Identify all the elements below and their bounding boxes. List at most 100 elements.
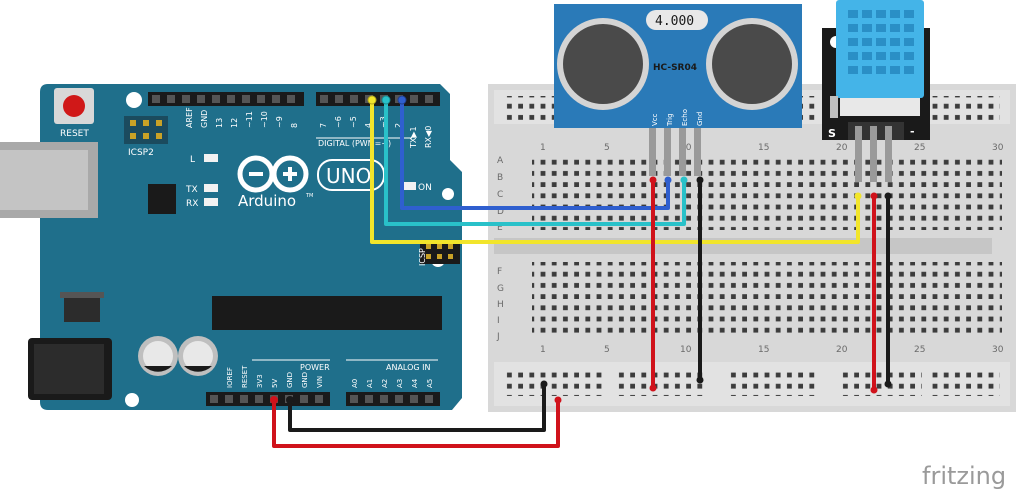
svg-text:5V: 5V [271,379,279,388]
power-pin-labels: IOREF RESET 3V3 5V GND GND VIN [226,365,324,388]
bottom-terminal-strip [532,262,1002,338]
svg-text:~9: ~9 [275,116,284,128]
led-on [402,182,416,190]
wire-black-gnd[interactable] [288,382,546,432]
wire-cyan[interactable] [384,98,686,226]
svg-text:20: 20 [836,143,848,153]
svg-text:IOREF: IOREF [226,367,234,388]
digital-header-right [316,92,440,106]
svg-text:A2: A2 [381,379,389,388]
led-on-label: ON [418,183,432,193]
wire-blue[interactable] [400,98,670,210]
logo-tm: TM [305,193,313,199]
minus-icon [249,172,263,176]
mounting-hole [442,188,454,200]
svg-text:TX▶1: TX▶1 [409,126,418,149]
dht11-sensor: S - [822,0,930,182]
wires [272,98,890,448]
svg-text:A4: A4 [411,378,419,388]
wire-endpoints [270,95,892,404]
breadboard: 1 5 10 15 20 25 30 1 5 10 15 20 25 30 A … [488,84,1016,412]
led-l [204,154,218,162]
arduino-logo: Arduino TM UNO [237,155,385,210]
hc-sr04-sensor: 4.000 HC-SR04 Vcc Trig Echo Gnd [554,4,802,176]
usb-chip [148,184,176,214]
voltage-regulator [64,296,100,322]
ultrasonic-transmitter [563,24,643,104]
svg-text:A0: A0 [351,379,359,388]
svg-text:I: I [497,316,500,326]
svg-text:Gnd: Gnd [696,112,704,126]
svg-text:A1: A1 [366,379,374,388]
icsp2-label: ICSP2 [128,148,154,158]
svg-text:30: 30 [992,143,1004,153]
crystal-display: 4.000 [655,14,694,29]
svg-text:G: G [497,284,504,294]
svg-text:2: 2 [394,123,403,128]
svg-text:25: 25 [914,345,925,355]
svg-text:3V3: 3V3 [256,374,264,388]
svg-text:5: 5 [604,143,610,153]
svg-text:10: 10 [680,345,692,355]
logo-text: Arduino [238,192,296,210]
svg-text:C: C [497,190,503,200]
svg-text:A3: A3 [396,379,404,388]
svg-text:A5: A5 [426,379,434,388]
analog-label: ANALOG IN [386,363,431,372]
svg-text:H: H [497,300,504,310]
column-numbers-bottom: 1 5 10 15 20 25 30 [540,345,1004,355]
svg-text:5: 5 [604,345,610,355]
mounting-hole [126,92,142,108]
wire-yellow[interactable] [370,98,860,244]
hc-sr04-pin-labels: Vcc Trig Echo Gnd [651,109,704,127]
led-l-label: L [190,155,195,165]
svg-text:20: 20 [836,345,848,355]
svg-text:7: 7 [319,123,328,128]
svg-text:~10: ~10 [260,111,269,128]
svg-text:Trig: Trig [666,113,674,127]
mounting-hole [125,393,139,407]
svg-text:RESET: RESET [241,365,249,388]
svg-text:D: D [497,207,504,217]
svg-text:1: 1 [540,143,546,153]
svg-text:~5: ~5 [349,116,358,128]
svg-text:1: 1 [540,345,546,355]
reset-label: RESET [60,129,89,139]
row-letters: A B C D E F G H I J [496,156,504,342]
svg-text:GND: GND [200,110,209,128]
svg-text:GND: GND [286,372,294,388]
svg-text:12: 12 [230,118,239,128]
status-leds: L TX RX ON [185,154,432,209]
svg-text:4: 4 [364,123,373,128]
led-tx [204,184,218,192]
crystal-oscillator [646,10,708,30]
resistor [830,96,838,118]
wire-red-5v[interactable] [272,398,560,448]
svg-text:AREF: AREF [185,107,194,128]
svg-text:VIN: VIN [316,376,324,388]
dht-signal-label: S [828,127,836,140]
reset-button-cap[interactable] [63,95,85,117]
model-label: HC-SR04 [653,63,697,73]
svg-text:15: 15 [758,345,769,355]
arduino-uno-board: RESET ICSP2 AREF GND 13 [0,84,462,410]
led-rx [204,198,218,206]
power-label: POWER [300,363,330,372]
atmega-chip [212,296,442,330]
hc-sr04-pins [649,128,701,176]
dht-pins [855,126,892,182]
svg-text:~3: ~3 [379,116,388,128]
svg-text:13: 13 [215,118,224,128]
uno-label: UNO [326,164,371,188]
ultrasonic-receiver [712,24,792,104]
icsp2-header: ICSP2 [124,116,168,158]
svg-text:Vcc: Vcc [651,113,659,126]
analog-pin-labels: A0 A1 A2 A3 A4 A5 [351,378,434,388]
capacitors [138,336,218,376]
digital-pin-labels: AREF GND 13 12 ~11 ~10 ~9 8 7 ~6 ~5 4 ~3… [185,107,433,149]
icsp-label: ICSP [418,248,427,266]
svg-text:F: F [497,267,502,277]
svg-text:B: B [497,173,503,183]
svg-text:A: A [497,156,504,166]
